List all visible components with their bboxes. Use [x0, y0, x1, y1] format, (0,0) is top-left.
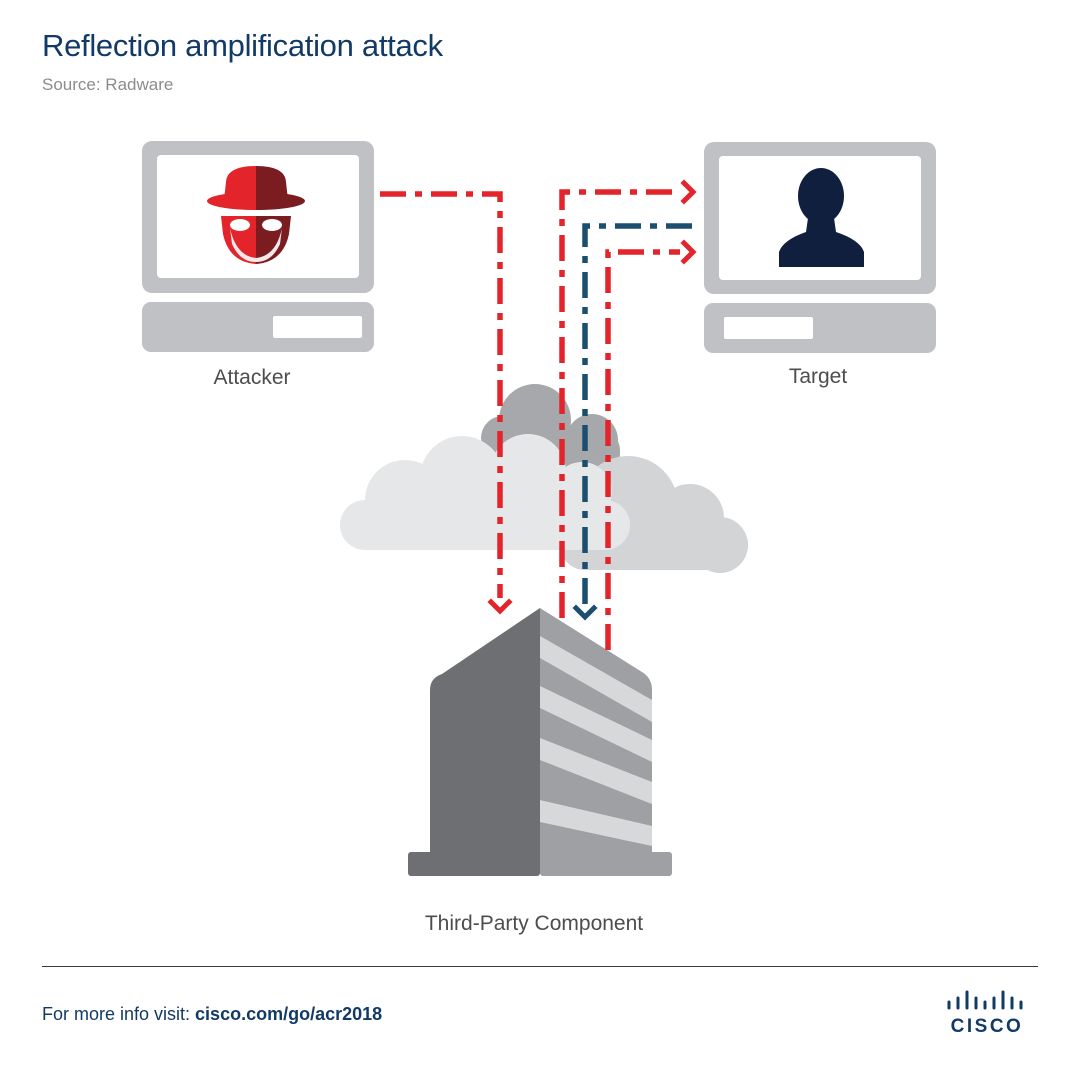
cisco-wordmark: CISCO: [950, 1016, 1024, 1037]
footer-text: For more info visit: cisco.com/go/acr201…: [42, 1004, 382, 1025]
footer-prefix: For more info visit:: [42, 1004, 196, 1024]
target-label: Target: [788, 365, 848, 388]
spoofed-request-arrow: [582, 223, 692, 606]
reflected-arrow-bottom: [605, 249, 680, 650]
arrowhead-right-bottom: [680, 239, 697, 265]
cisco-bars-icon: [947, 990, 1023, 1010]
hacker-icon: [207, 166, 305, 264]
reflected-arrow-top: [559, 189, 680, 618]
page-title: Reflection amplification attack: [42, 28, 443, 63]
user-silhouette-icon: [779, 168, 864, 267]
attacker-label: Attacker: [213, 366, 291, 389]
arrowhead-down-red: [487, 598, 513, 615]
server-building-icon: [408, 608, 672, 876]
arrowhead-right-top: [680, 179, 697, 205]
footer-divider: [42, 966, 1038, 967]
attack-arrow-attacker-to-server: [380, 191, 503, 598]
server-label: Third-Party Component: [424, 912, 644, 935]
arrowhead-down-blue: [572, 604, 598, 621]
source-note: Source: Radware: [42, 75, 174, 94]
cisco-logo-icon: CISCO: [944, 990, 1030, 1040]
cloud-icon: [340, 384, 748, 573]
footer-link[interactable]: cisco.com/go/acr2018: [195, 1004, 383, 1024]
